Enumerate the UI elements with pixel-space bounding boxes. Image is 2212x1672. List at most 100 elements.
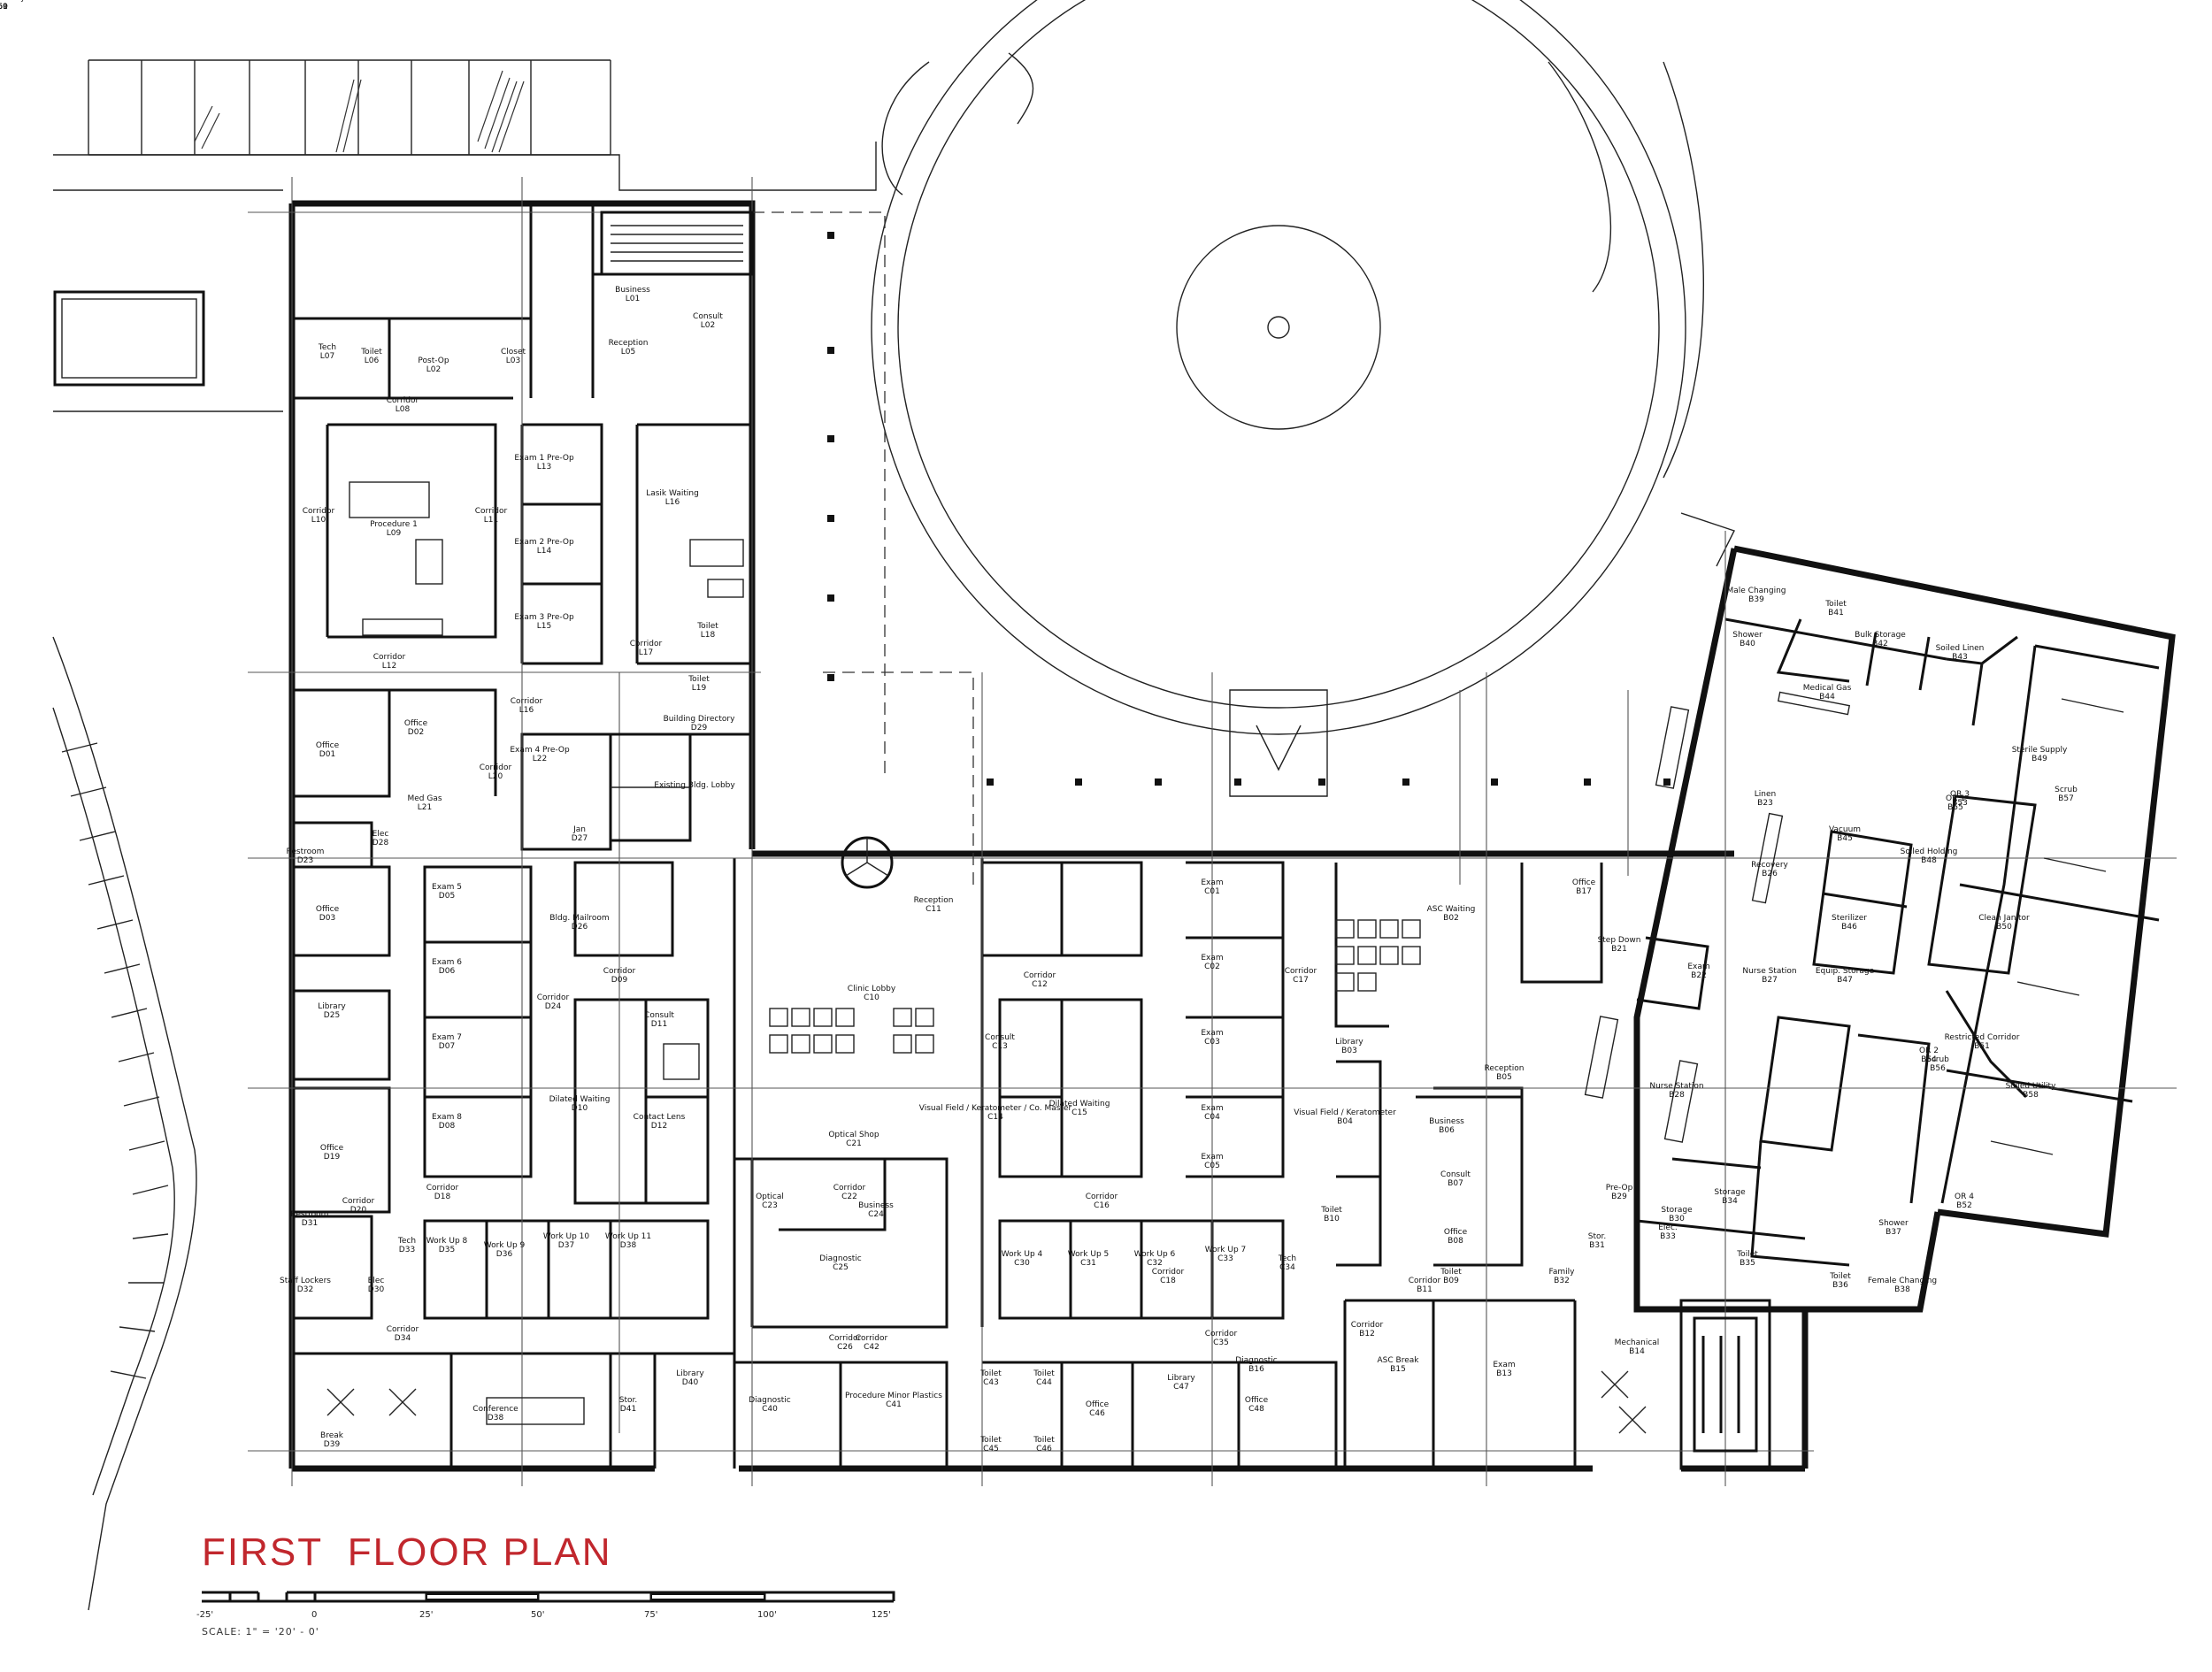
room-name-label: Procedure 1 (370, 520, 418, 529)
scale-tick-label: 50' (531, 1610, 544, 1620)
room-name-label: Office (1572, 878, 1596, 887)
room-name-label: Work Up 8 (426, 1237, 468, 1246)
room-number-label: C12 (1032, 980, 1048, 989)
room-number-label: D37 (558, 1241, 574, 1250)
room-number-label: L17 (639, 648, 653, 657)
room-number-label: B33 (1660, 1232, 1676, 1241)
room-name-label: Exam 4 Pre-Op (510, 746, 570, 755)
room-name-label: Corridor (1086, 1193, 1118, 1201)
room-number-label: B55 (1947, 803, 1963, 812)
room-number-label: B49 (2032, 755, 2047, 763)
room-name-label: Corridor (1285, 967, 1317, 976)
room-name-label: Restricted Corridor (1945, 1033, 2020, 1042)
room-number-label: B38 (1894, 1285, 1910, 1294)
room-name-label: Corridor (537, 993, 570, 1002)
room-number-label: L20 (488, 772, 503, 781)
room-number-label: D34 (395, 1334, 411, 1343)
room-number-label: B32 (1554, 1277, 1570, 1285)
room-number-label: B04 (1337, 1117, 1353, 1126)
room-name-label: Conference (472, 1405, 518, 1414)
room-number-label: B47 (1837, 976, 1853, 985)
room-number-label: B14 (1629, 1347, 1645, 1356)
room-name-label: Stor. (619, 1396, 637, 1405)
room-name-label: Restroom (291, 1210, 329, 1219)
room-number-label: C03 (1204, 1038, 1220, 1047)
room-number-label: C11 (926, 905, 941, 914)
room-number-label: C04 (1204, 1113, 1220, 1122)
room-number-label: B42 (1872, 640, 1888, 648)
room-number-label: D23 (297, 856, 313, 865)
room-name-label: Exam 7 (432, 1033, 462, 1042)
room-number-label: B23 (1757, 799, 1773, 808)
room-number-label: B08 (1448, 1237, 1463, 1246)
room-name-label: Corridor (1351, 1321, 1384, 1330)
room-number-label: L08 (396, 405, 411, 414)
room-name-label: Corridor (1205, 1330, 1238, 1338)
room-number-label: D40 (682, 1378, 699, 1387)
room-name-label: ASC Break (1378, 1356, 1420, 1365)
room-number-label: C48 (1248, 1405, 1264, 1414)
room-number-label: B29 (1611, 1193, 1627, 1201)
room-name-label: Clean Workroom (0, 0, 33, 3)
room-name-label: Closet (501, 348, 526, 357)
room-number-label: L01 (626, 295, 640, 303)
room-name-label: Dilated Waiting (549, 1095, 611, 1104)
room-number-label: L13 (537, 463, 551, 472)
room-name-label: Exam (1201, 954, 1223, 963)
furniture-hints (326, 481, 2124, 1434)
room-number-label: D33 (399, 1246, 415, 1254)
room-name-label: Corridor (475, 507, 508, 516)
room-name-label: Office (316, 905, 340, 914)
room-name-label: Shower (1878, 1219, 1909, 1228)
room-name-label: Shower (1732, 631, 1763, 640)
scale-tick-label: -25' (196, 1610, 213, 1620)
room-number-label: D27 (572, 834, 588, 843)
room-name-label: Soiled Utility (2006, 1082, 2056, 1091)
room-number-label: C45 (983, 1445, 999, 1453)
room-number-label: B34 (1722, 1197, 1738, 1206)
room-number-label: C30 (1014, 1259, 1030, 1268)
room-name-label: Optical Shop (828, 1131, 879, 1139)
room-name-label: Break (320, 1431, 344, 1440)
room-number-label: B03 (1341, 1047, 1357, 1055)
room-number-label: L12 (382, 662, 396, 671)
room-name-label: Family (1549, 1268, 1576, 1277)
vertical-circulation (600, 211, 1758, 1453)
scale-bar: -25' 0 25' 50' 75' 100' 125' (196, 1591, 895, 1620)
scale-tick-label: 25' (419, 1610, 433, 1620)
room-number-label: C16 (1094, 1201, 1110, 1210)
room-number-label: B26 (1762, 870, 1778, 878)
room-number-label: D20 (350, 1206, 367, 1215)
room-name-label: Office (320, 1144, 344, 1153)
room-number-label: C31 (1080, 1259, 1096, 1268)
room-name-label: Exam 8 (432, 1113, 462, 1122)
room-number-label: D25 (324, 1011, 340, 1020)
room-name-label: Exam 1 Pre-Op (514, 454, 574, 463)
room-number-label: B11 (1417, 1285, 1432, 1294)
room-name-label: Contact Lens (634, 1113, 686, 1122)
room-number-label: C13 (992, 1042, 1008, 1051)
room-name-label: Exam (1201, 878, 1223, 887)
room-number-label: B41 (1828, 609, 1844, 617)
room-name-label: Building Directory (664, 715, 736, 724)
room-name-label: Jan (572, 825, 586, 834)
room-number-label: C43 (983, 1378, 999, 1387)
room-name-label: Step Down (1598, 936, 1641, 945)
room-name-label: Business (615, 286, 650, 295)
room-number-label: L06 (365, 357, 380, 365)
room-name-label: Linen (1755, 790, 1776, 799)
room-name-label: Toilet (1824, 600, 1847, 609)
room-name-label: Exam 6 (432, 958, 462, 967)
room-number-label: C17 (1293, 976, 1309, 985)
room-number-label: D24 (545, 1002, 562, 1011)
room-name-label: Office (404, 719, 428, 728)
room-name-label: Vacuum (1829, 825, 1861, 834)
scale-note: SCALE: 1" = '20' - 0' (202, 1626, 319, 1637)
room-name-label: Visual Field / Keratometer / Co. Master (919, 1104, 1072, 1113)
room-number-label: C44 (1036, 1378, 1052, 1387)
scale-tick-label: 100' (757, 1610, 777, 1620)
room-number-label: B31 (1589, 1241, 1605, 1250)
room-number-label: C23 (762, 1201, 778, 1210)
room-number-label: B28 (1669, 1091, 1685, 1100)
room-number-label: D11 (651, 1020, 667, 1029)
